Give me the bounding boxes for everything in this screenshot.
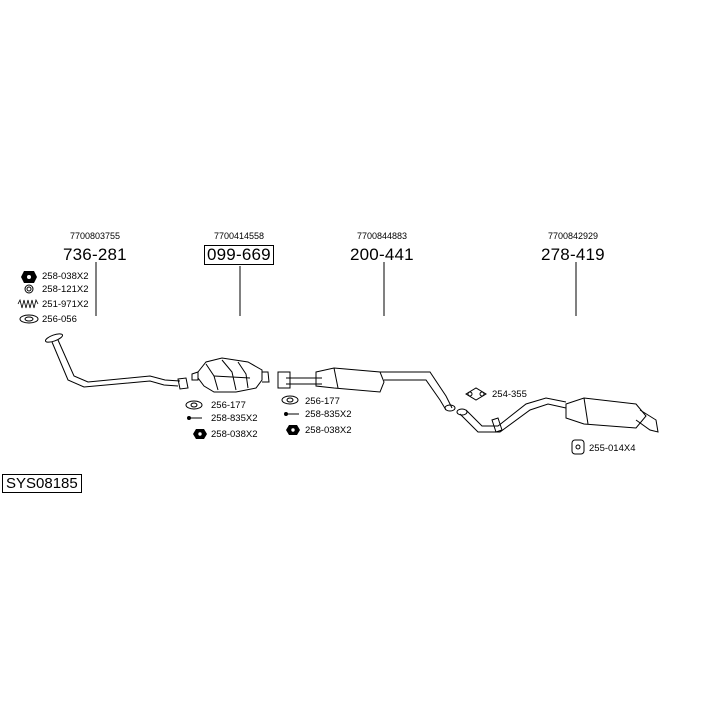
gasket-icon: [19, 314, 39, 324]
part-number-front[interactable]: 736-281: [63, 245, 127, 264]
clamp-icon: [465, 387, 487, 401]
nut-icon: [286, 425, 300, 435]
front-accessory-label: 251-971X2: [42, 299, 89, 310]
middle-accessory-label: 258-835X2: [305, 409, 352, 420]
catalytic-converter: [191, 357, 270, 393]
rear-silencer: [456, 397, 659, 433]
rear-hanger-label: 255-014X4: [589, 443, 636, 454]
oem-number-front: 7700803755: [70, 231, 121, 241]
part-number-cat[interactable]: 099-669: [204, 245, 274, 265]
cat-accessory-label: 258-835X2: [211, 413, 258, 424]
bolt-icon: [284, 412, 299, 416]
middle-silencer: [277, 367, 456, 412]
front-accessory-label: 256-056: [42, 314, 77, 325]
front-accessory-label: 258-038X2: [42, 271, 89, 282]
bolt-icon: [187, 416, 202, 420]
front-accessory-label: 258-121X2: [42, 284, 89, 295]
front-pipe: [44, 333, 189, 390]
oem-number-cat: 7700414558: [214, 231, 265, 241]
system-code: SYS08185: [2, 474, 82, 493]
gasket-icon: [281, 395, 299, 405]
hanger-icon: [571, 439, 585, 455]
oem-number-rear: 7700842929: [548, 231, 599, 241]
middle-accessory-label: 256-177: [305, 396, 340, 407]
ring-icon: [24, 284, 34, 294]
part-number-rear[interactable]: 278-419: [541, 245, 605, 264]
middle-accessory-label: 258-038X2: [305, 425, 352, 436]
spring-bolt-icon: [17, 298, 39, 309]
gasket-icon: [185, 400, 203, 410]
nut-icon: [21, 271, 37, 283]
oem-number-middle: 7700844883: [357, 231, 408, 241]
cat-accessory-label: 258-038X2: [211, 429, 258, 440]
nut-icon: [193, 429, 207, 439]
cat-accessory-label: 256-177: [211, 400, 246, 411]
rear-clamp-label: 254-355: [492, 389, 527, 400]
part-number-middle[interactable]: 200-441: [350, 245, 414, 264]
